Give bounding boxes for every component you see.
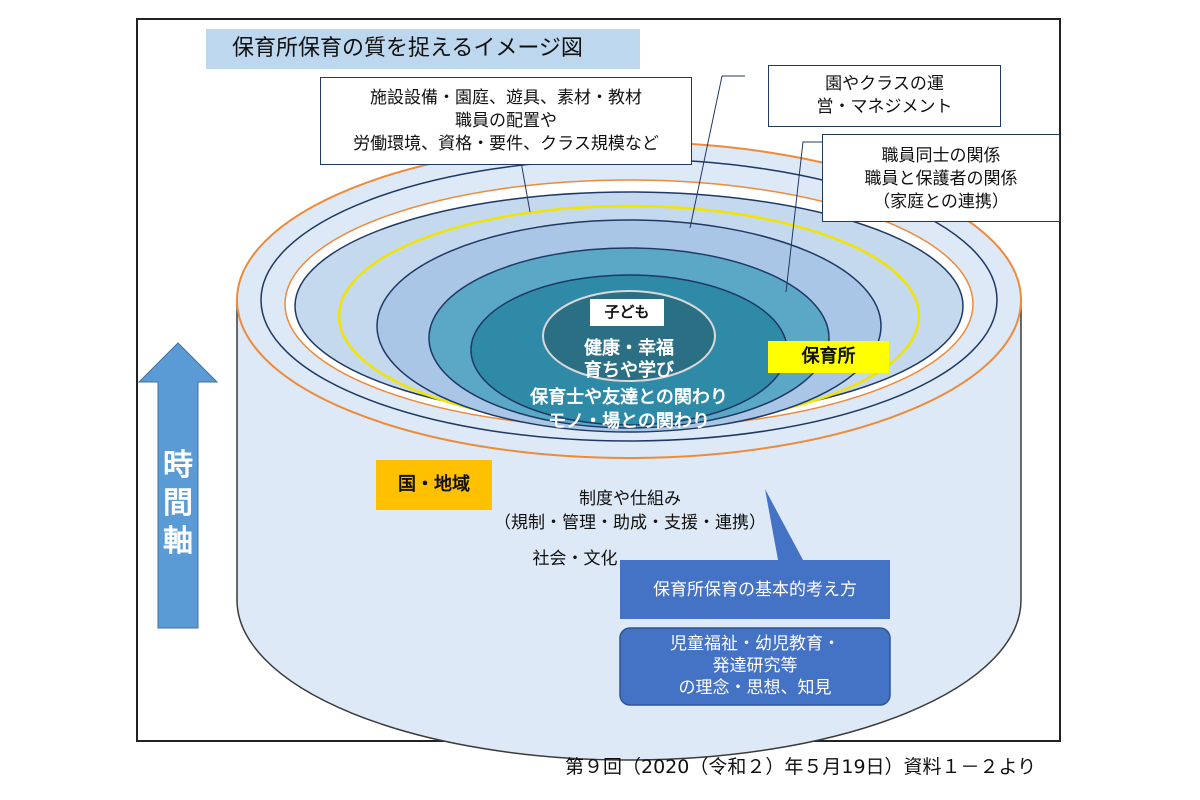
callout-relations-line-3: （家庭との連携） bbox=[873, 192, 1009, 212]
region-badge: 国・地域 bbox=[376, 460, 492, 510]
leader-management bbox=[689, 75, 745, 229]
page-title: 保育所保育の質を捉えるイメージ図 bbox=[232, 36, 583, 61]
time-axis-arrow-icon bbox=[137, 342, 219, 629]
callout-facilities: 施設設備・園庭、遊具、素材・教材 職員の配置や 労働環境、資格・要件、クラス規模… bbox=[320, 77, 692, 165]
child-oval bbox=[542, 290, 716, 382]
child-label-box bbox=[590, 299, 664, 326]
callout-facilities-line-2: 職員の配置や bbox=[455, 111, 557, 131]
callout-relations-line-1: 職員同士の関係 bbox=[881, 146, 1001, 166]
source-footnote: 第９回（2020（令和２）年５月19日）資料１－２より bbox=[565, 756, 1037, 778]
society-label: 社会・文化 bbox=[532, 549, 618, 569]
principle-heading: 保育所保育の基本的考え方 bbox=[653, 580, 857, 600]
principle-callout-pointer bbox=[765, 489, 803, 560]
leader-relations bbox=[785, 141, 822, 293]
system-line-1: 制度や仕組み bbox=[579, 489, 681, 509]
center-line-health: 健康・幸福 bbox=[584, 338, 674, 359]
principle-line-3: の理念・思想、知見 bbox=[678, 678, 832, 698]
time-axis-char-2: 間 bbox=[163, 486, 193, 521]
child-label: 子ども bbox=[604, 303, 650, 321]
principle-line-1: 児童福祉・幼児教育・ bbox=[670, 634, 840, 654]
callout-relations-line-2: 職員と保護者の関係 bbox=[864, 169, 1018, 189]
center-line-growth: 育ちや学び bbox=[584, 360, 674, 381]
nursery-badge: 保育所 bbox=[768, 341, 889, 373]
principle-line-2: 発達研究等 bbox=[712, 656, 798, 676]
callout-management: 園やクラスの運 営・マネジメント bbox=[768, 65, 1001, 127]
system-line-2: （規制・管理・助成・支援・連携） bbox=[494, 513, 766, 533]
principle-heading-box bbox=[620, 560, 890, 619]
center-line-caregiver: 保育士や友達との関わり bbox=[530, 387, 728, 408]
callout-management-line-2: 営・マネジメント bbox=[816, 97, 953, 117]
callout-facilities-line-3: 労働環境、資格・要件、クラス規模など bbox=[353, 134, 659, 154]
time-axis-char-3: 軸 bbox=[163, 524, 193, 559]
callout-management-line-1: 園やクラスの運 bbox=[825, 74, 944, 94]
time-axis-char-1: 時 bbox=[163, 448, 193, 483]
callout-facilities-line-1: 施設設備・園庭、遊具、素材・教材 bbox=[370, 88, 642, 108]
center-line-objects: モノ・場との関わり bbox=[548, 411, 710, 432]
callout-relations: 職員同士の関係 職員と保護者の関係 （家庭との連携） bbox=[822, 134, 1060, 222]
title-background bbox=[206, 29, 640, 69]
principle-detail-box bbox=[619, 627, 891, 706]
leader-facilities bbox=[519, 155, 531, 213]
